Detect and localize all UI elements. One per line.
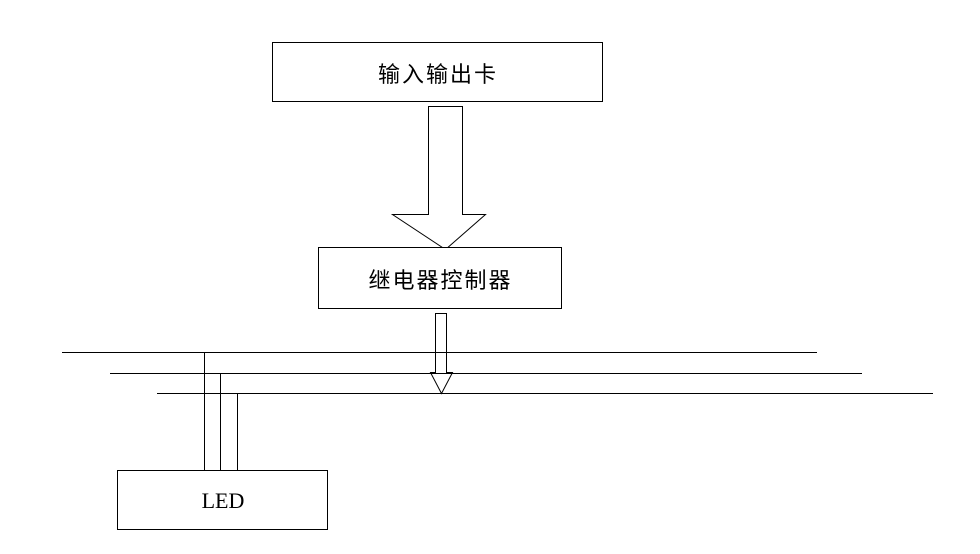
- relay-to-bus-arrow: [429, 313, 454, 395]
- io-to-relay-arrow: [390, 106, 487, 251]
- relay-controller-box: [318, 247, 562, 309]
- relay-controller-label: 继电器控制器: [368, 268, 513, 294]
- led-box: [117, 470, 328, 530]
- led-label: LED: [201, 487, 245, 513]
- io-card-box: [272, 42, 603, 102]
- io-card-label: 输入输出卡: [377, 62, 498, 88]
